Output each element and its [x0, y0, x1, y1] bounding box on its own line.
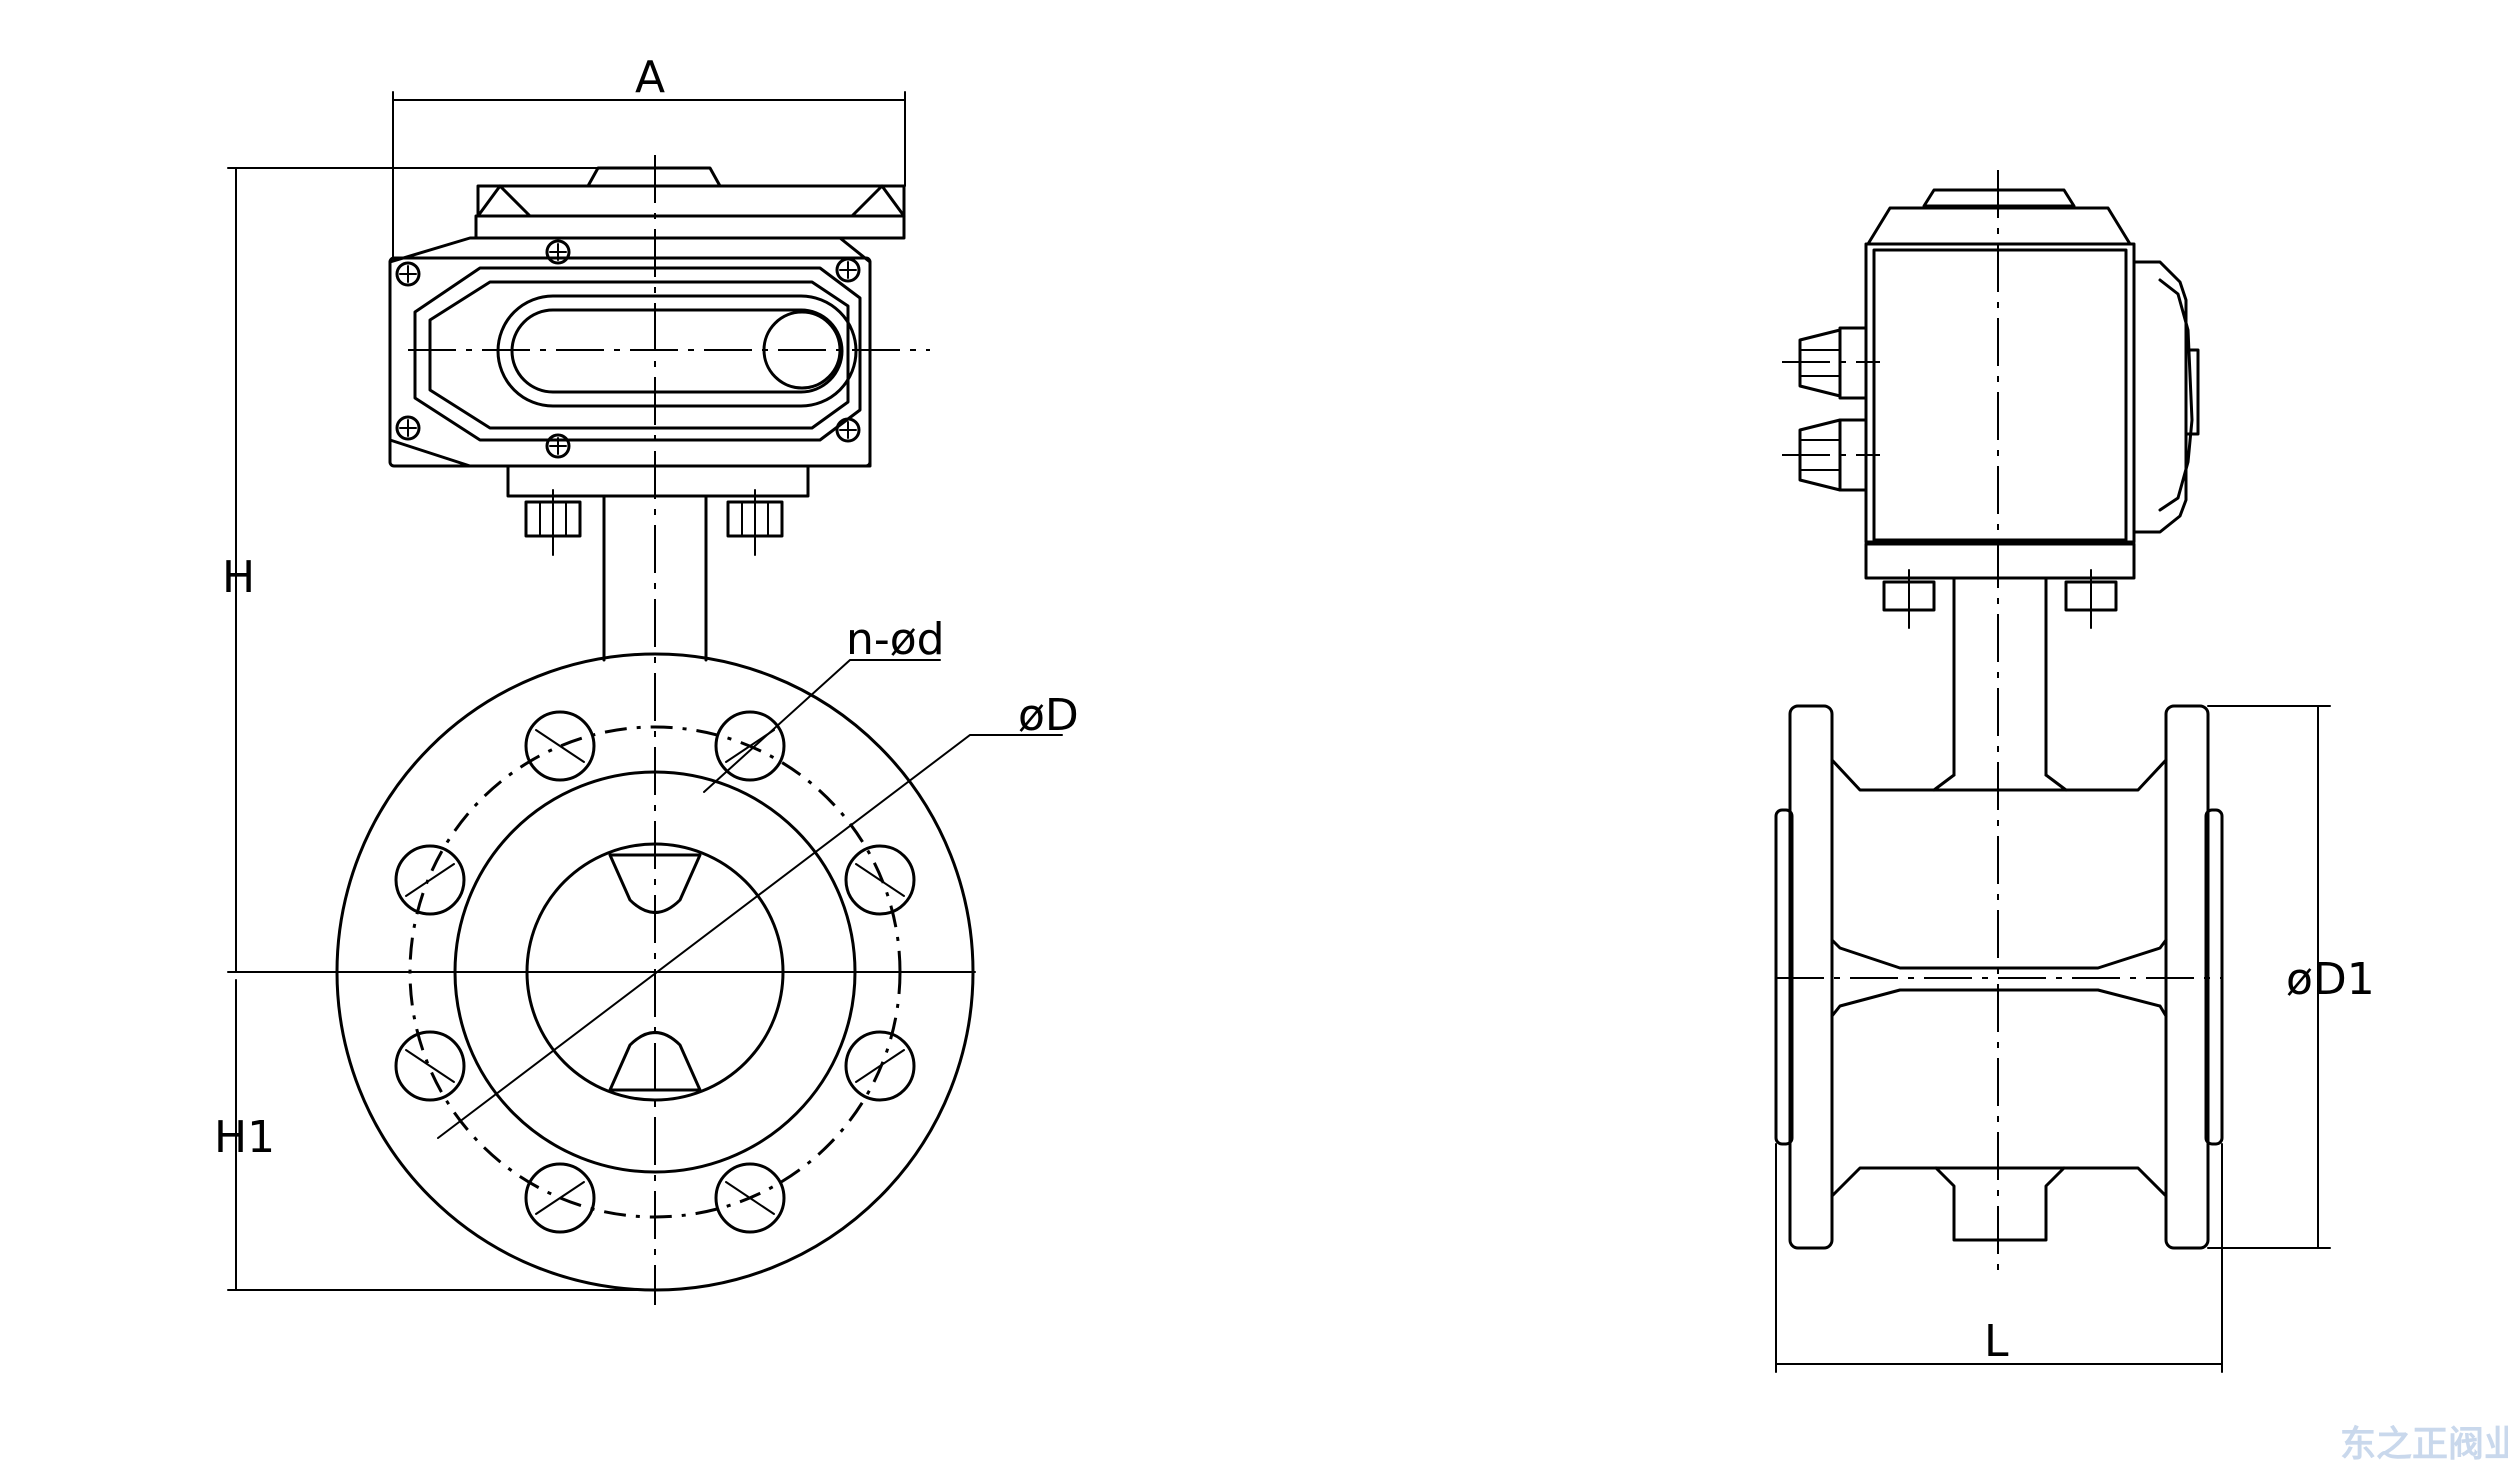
- bolt-hole: [714, 710, 786, 782]
- dim-label-H: H: [222, 552, 255, 603]
- screw-icon: [835, 257, 861, 283]
- dimension-H: H: [222, 167, 601, 973]
- dim-label-D: øD: [1018, 690, 1079, 741]
- bolt-hole: [714, 1162, 786, 1234]
- dim-label-n-d: n-ød: [846, 614, 945, 665]
- bolt-hole: [844, 1030, 916, 1102]
- screw-icon: [545, 433, 571, 459]
- valve-stem: [602, 494, 708, 662]
- side-view: øD1 L: [1774, 170, 2375, 1373]
- bolt-hole: [524, 1162, 596, 1234]
- dim-label-A: A: [635, 52, 665, 103]
- watermark: 东之正阀业: [2340, 1424, 2508, 1465]
- bolt-hole: [524, 710, 596, 782]
- front-view: A H H1 n-ød øD: [214, 52, 1079, 1305]
- dimension-H1: H1: [214, 979, 661, 1291]
- actuator-front: [388, 166, 906, 556]
- dim-label-D1: øD1: [2286, 954, 2375, 1005]
- dimension-L: L: [1775, 1143, 2223, 1373]
- dimension-D1: øD1: [2207, 705, 2375, 1249]
- screw-icon: [545, 239, 571, 265]
- dim-label-L: L: [1984, 1316, 2009, 1367]
- screw-icon: [395, 261, 421, 287]
- actuator-side: [1782, 188, 2200, 629]
- screw-icon: [835, 417, 861, 443]
- dimension-A: A: [392, 52, 906, 259]
- dim-label-H1: H1: [214, 1112, 275, 1163]
- bolt-hole: [394, 1030, 466, 1102]
- screw-icon: [395, 415, 421, 441]
- bolt-hole: [844, 844, 916, 916]
- bolt-hole: [394, 844, 466, 916]
